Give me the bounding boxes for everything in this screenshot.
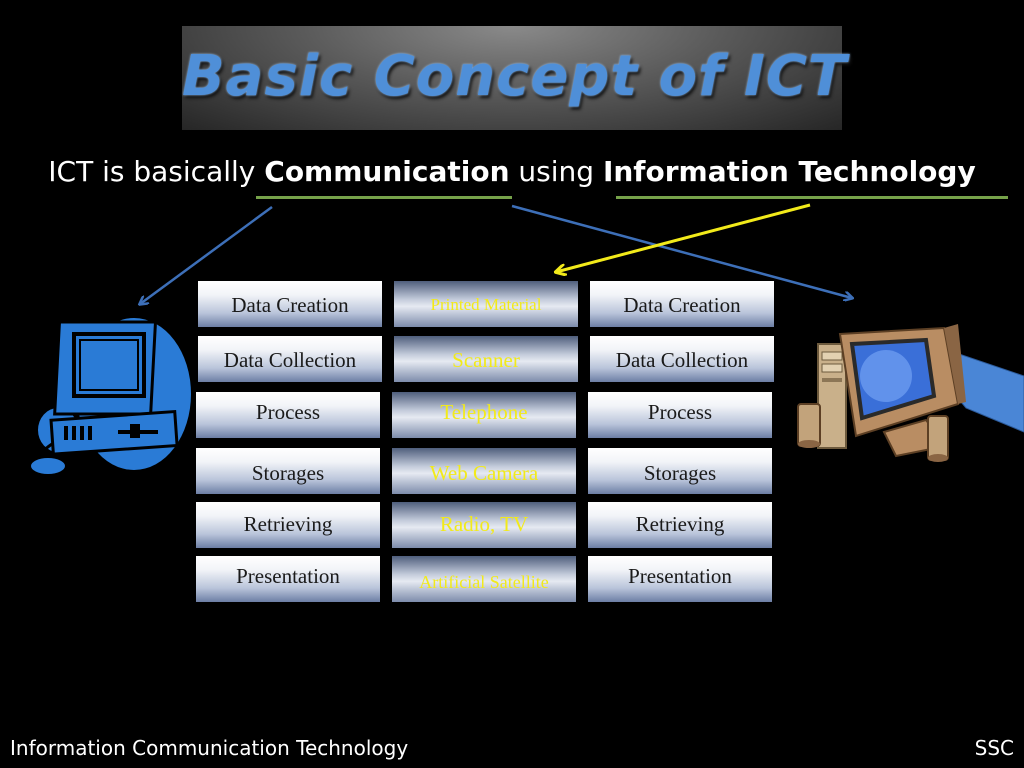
underline-information-technology — [616, 196, 1008, 199]
subtitle-highlight-information-technology: Information Technology — [602, 155, 976, 188]
subtitle-highlight-communication: Communication — [264, 155, 510, 188]
middle-cell-label: Web Camera — [429, 461, 539, 485]
right-cell-retrieving: Retrieving — [588, 502, 772, 548]
middle-cell-label: Artificial Satellite — [419, 572, 549, 592]
right-cell-label: Retrieving — [635, 512, 725, 536]
left-cell-data-collection: Data Collection — [198, 336, 382, 382]
left-cell-label: Retrieving — [243, 512, 333, 536]
left-cell-storages: Storages — [196, 448, 380, 494]
left-cell-presentation: Presentation — [196, 556, 380, 602]
right-cell-label: Data Creation — [623, 293, 741, 317]
middle-cell-label: Scanner — [452, 348, 520, 372]
subtitle-text-1: ICT is basically — [48, 155, 265, 188]
middle-cell-web-camera: Web Camera — [392, 448, 576, 494]
right-cell-storages: Storages — [588, 448, 772, 494]
middle-cell-label: Radio, TV — [439, 512, 529, 536]
beige-desktop-computer-icon — [797, 324, 1024, 462]
right-cell-presentation: Presentation — [588, 556, 772, 602]
footer-course-name: Information Communication Technology — [10, 736, 409, 760]
right-cell-data-creation: Data Creation — [590, 281, 774, 327]
left-cell-process: Process — [196, 392, 380, 438]
left-cell-label: Data Collection — [223, 348, 357, 372]
left-cell-retrieving: Retrieving — [196, 502, 380, 548]
right-cell-process: Process — [588, 392, 772, 438]
left-cell-label: Data Creation — [231, 293, 349, 317]
footer-level: SSC — [974, 736, 1014, 760]
left-cell-label: Process — [255, 400, 321, 424]
right-cell-label: Presentation — [628, 564, 732, 588]
blue-computer-clipart-icon — [29, 318, 191, 476]
middle-cell-label: Printed Material — [430, 295, 542, 314]
arrow-technology-to-devices — [556, 203, 811, 272]
subtitle-text-2: using — [509, 155, 603, 188]
underline-communication — [256, 196, 512, 199]
middle-cell-radio-tv: Radio, TV — [392, 502, 576, 548]
left-cell-label: Storages — [251, 461, 325, 485]
middle-cell-printed-material: Printed Material — [394, 281, 578, 327]
title-panel: Basic Concept of ICT — [182, 26, 848, 130]
middle-cell-label: Telephone — [440, 400, 528, 424]
right-cell-label: Storages — [643, 461, 717, 485]
left-cell-label: Presentation — [236, 564, 340, 588]
right-cell-label: Process — [647, 400, 713, 424]
right-cell-label: Data Collection — [615, 348, 749, 372]
middle-cell-telephone: Telephone — [392, 392, 576, 438]
slide-title: Basic Concept of ICT — [182, 44, 848, 109]
subtitle: ICT is basically Communication using Inf… — [0, 155, 1024, 188]
right-cell-data-collection: Data Collection — [590, 336, 774, 382]
left-cell-data-creation: Data Creation — [198, 281, 382, 327]
middle-cell-artificial-satellite: Artificial Satellite — [392, 556, 576, 602]
middle-cell-scanner: Scanner — [394, 336, 578, 382]
